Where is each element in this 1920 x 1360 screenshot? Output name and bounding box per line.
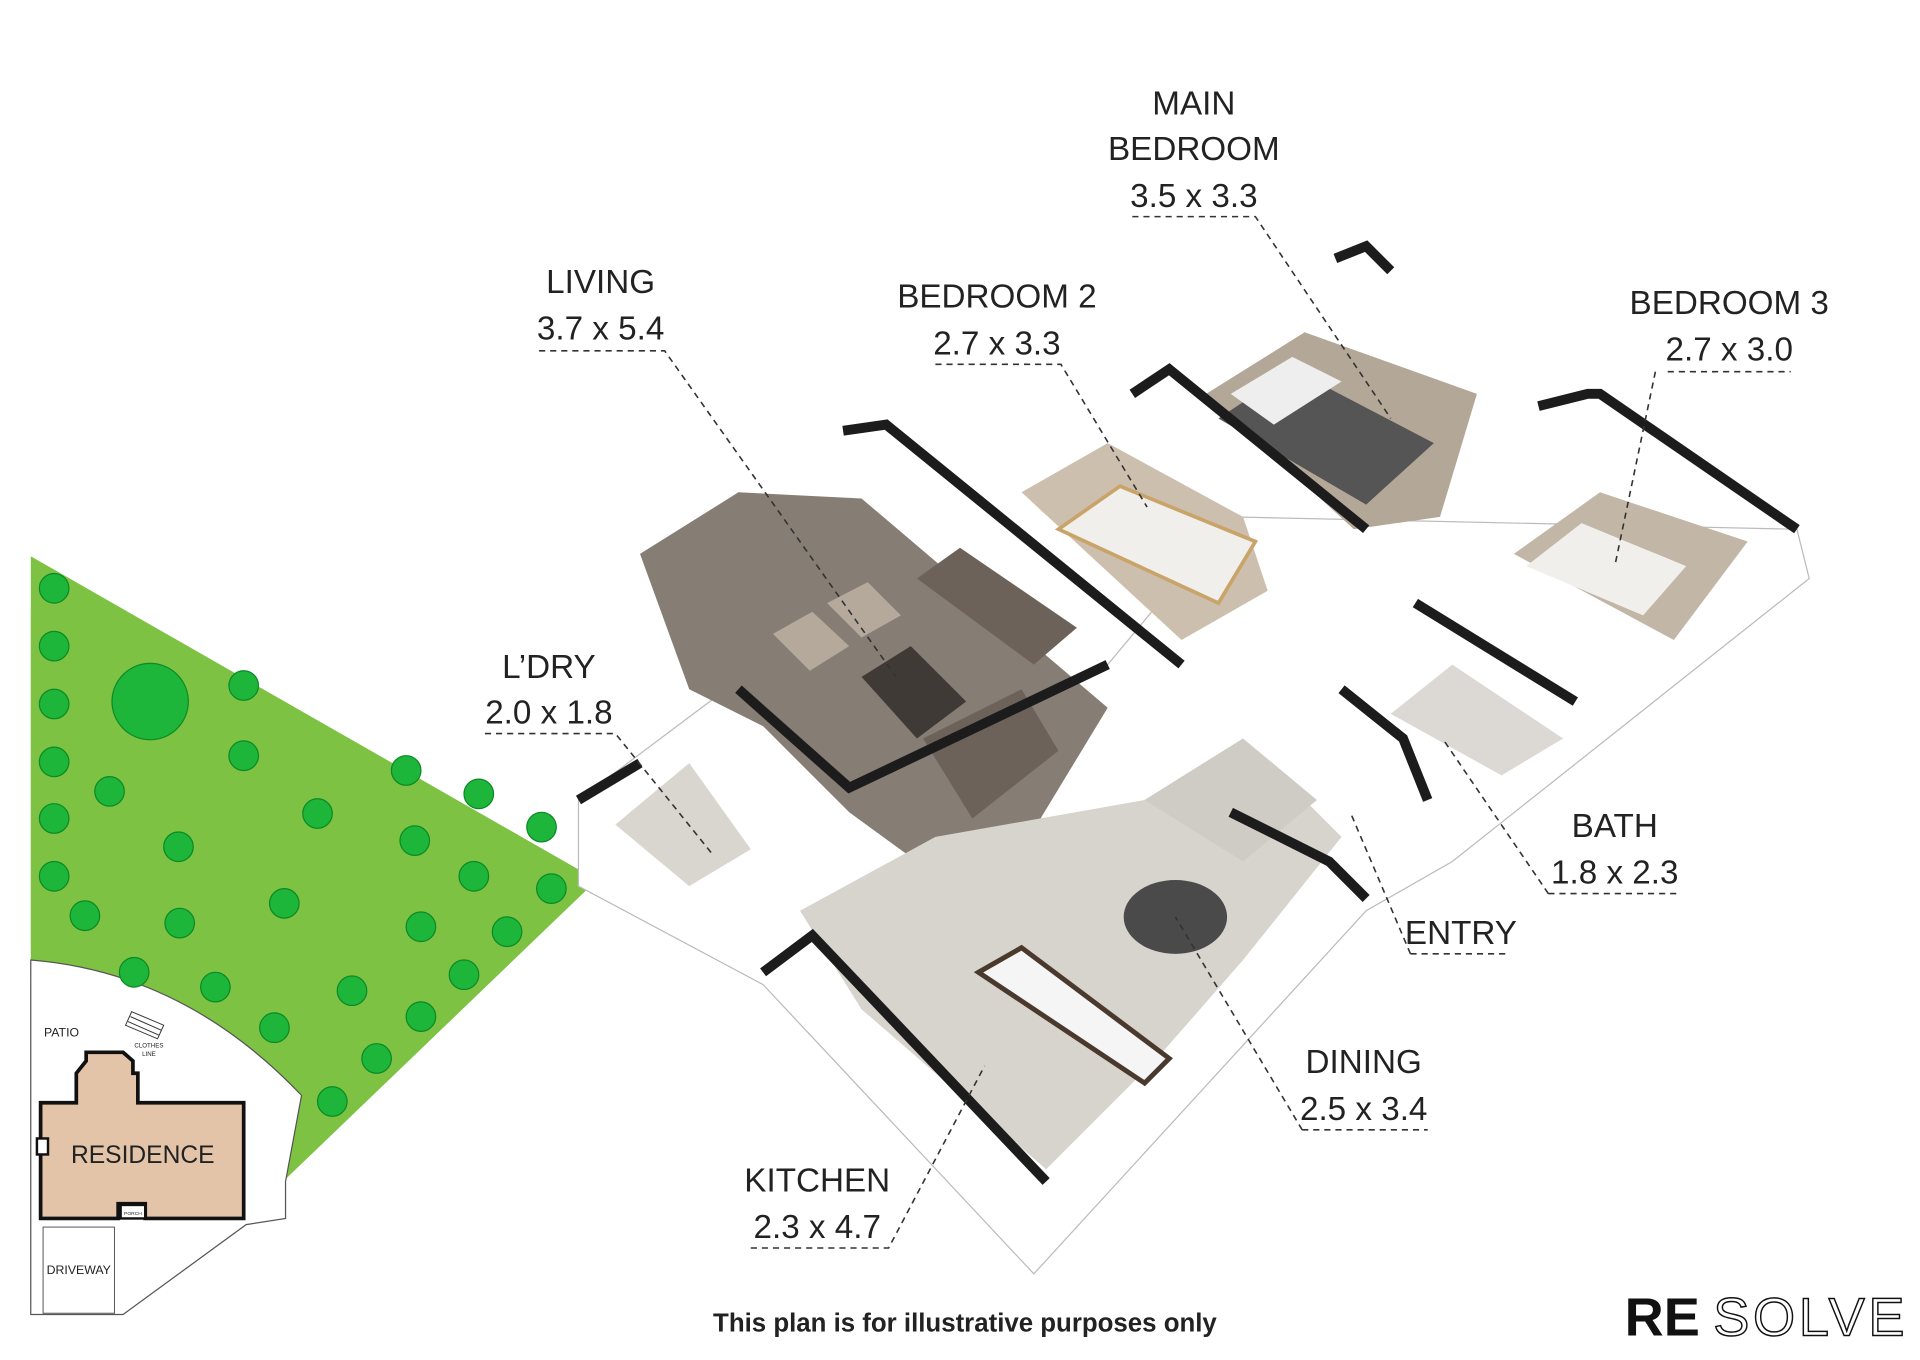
room-labels: MAIN BEDROOM 3.5 x 3.3 LIVING 3.7 x 5.4 …: [485, 85, 1829, 1246]
dining-size: 2.5 x 3.4: [1300, 1091, 1427, 1128]
laundry-floor: [615, 763, 751, 887]
laundry-size: 2.0 x 1.8: [485, 695, 612, 732]
dining-label: DINING: [1306, 1044, 1422, 1081]
trees: [38, 572, 567, 1117]
resolve-logo: RE SOLVE: [1625, 1287, 1908, 1348]
main-bedroom-size: 3.5 x 3.3: [1130, 178, 1257, 215]
furniture: [772, 356, 1687, 1087]
logo-bold: RE: [1625, 1287, 1700, 1347]
main-bedroom-label-1: MAIN: [1152, 85, 1235, 122]
disclaimer: This plan is for illustrative purposes o…: [713, 1310, 1217, 1338]
porch-label: PORCH: [124, 1211, 142, 1217]
living-floor: [640, 492, 1108, 911]
wall-tops: [575, 240, 1800, 1185]
patio-label: PATIO: [44, 1025, 79, 1039]
site-plan: PATIO CLOTHES LINE RESIDENCE PORCH DRIVE…: [30, 556, 597, 1316]
leader-lines: [484, 215, 1791, 1249]
bedroom2-label: BEDROOM 2: [897, 279, 1096, 316]
living-label: LIVING: [546, 264, 655, 301]
bath-floor: [1390, 664, 1564, 776]
clothes-line-icon: [124, 1011, 165, 1040]
entry-label: ENTRY: [1405, 915, 1517, 952]
logo-light: SOLVE: [1713, 1287, 1908, 1347]
laundry-label: L’DRY: [502, 649, 596, 686]
kitchen-size: 2.3 x 4.7: [754, 1209, 881, 1246]
house-3d: [575, 240, 1810, 1275]
residence-footprint: [38, 1050, 246, 1221]
porch-box: [119, 1203, 147, 1220]
bath-size: 1.8 x 2.3: [1551, 855, 1678, 892]
residence-label: RESIDENCE: [71, 1142, 215, 1169]
bedroom3-size: 2.7 x 3.0: [1666, 332, 1793, 369]
clothes-line-label-2: LINE: [142, 1051, 156, 1058]
kitchen-label: KITCHEN: [744, 1162, 890, 1199]
clothes-line-label-1: CLOTHES: [134, 1042, 163, 1049]
bath-label: BATH: [1572, 808, 1658, 845]
bedroom3-label: BEDROOM 3: [1630, 285, 1829, 322]
living-size: 3.7 x 5.4: [537, 311, 664, 348]
bedroom2-size: 2.7 x 3.3: [933, 325, 1060, 362]
driveway-area: [42, 1226, 115, 1314]
main-bedroom-label-2: BEDROOM: [1108, 131, 1280, 168]
driveway-label: DRIVEWAY: [47, 1263, 111, 1277]
